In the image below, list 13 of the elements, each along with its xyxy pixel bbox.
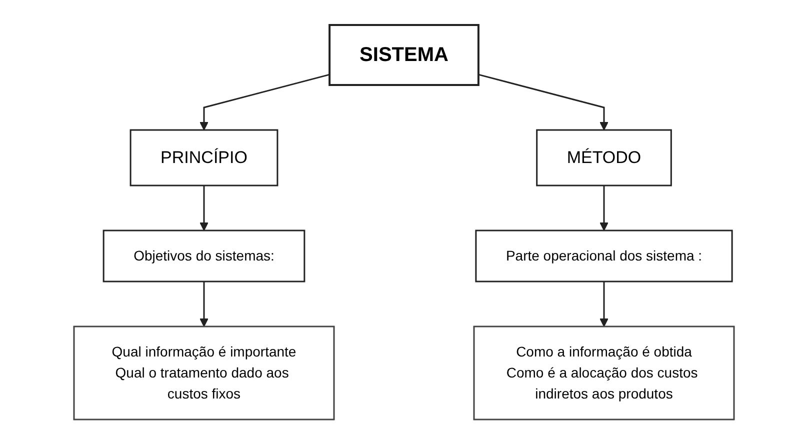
node-box: SISTEMA xyxy=(328,24,479,86)
arrow xyxy=(599,186,608,232)
node-box: MÉTODO xyxy=(536,130,672,186)
node-box: PRINCÍPIO xyxy=(129,130,278,186)
node-box: Qual informação é importante Qual o tratamento dado aos custos fixos xyxy=(72,326,334,420)
arrow xyxy=(199,74,330,131)
node-box: Objetivos do sistemas: xyxy=(102,230,305,282)
arrow xyxy=(199,186,208,232)
node-box: Como a informação é obtida Como é a alocação dos custos indiretos aos produtos xyxy=(472,326,734,420)
node-box: Parte operacional dos sistema : xyxy=(474,230,732,282)
arrow xyxy=(599,282,608,328)
arrow xyxy=(478,74,608,131)
arrow xyxy=(199,282,208,328)
